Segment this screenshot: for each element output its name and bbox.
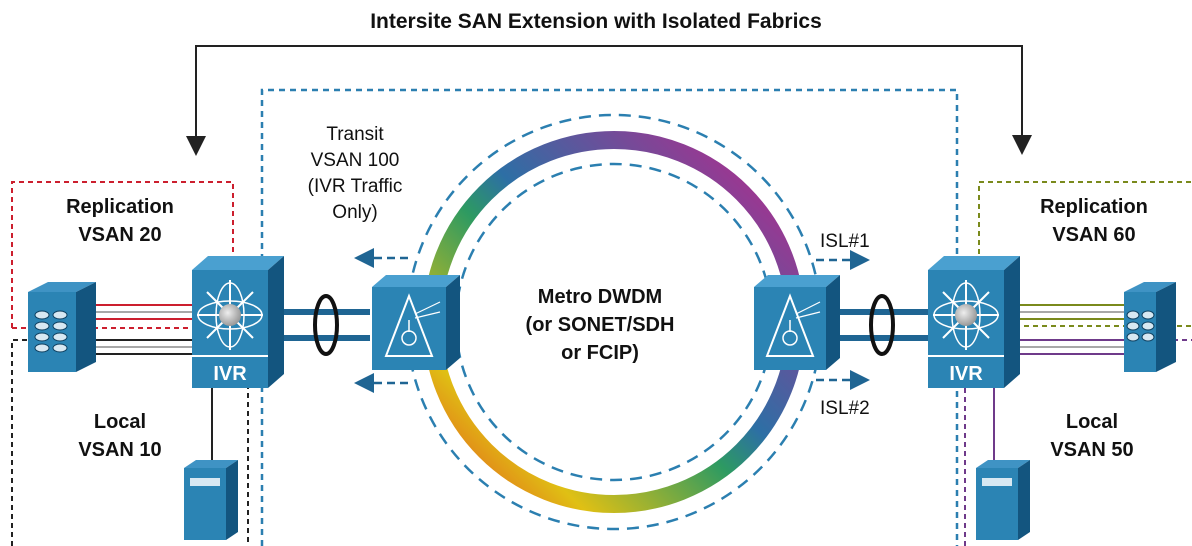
storage-array-icon [1126, 310, 1155, 342]
storage-array-icon [34, 310, 68, 353]
left-local-label: Local VSAN 10 [78, 411, 161, 461]
top-bracket-connector [195, 45, 1032, 155]
right-local-line-2: VSAN 50 [1050, 439, 1133, 461]
left-replication-line-1: Replication [66, 196, 174, 218]
isl-bundle-icon [869, 294, 895, 356]
right-replication-line-2: VSAN 60 [1052, 224, 1135, 246]
left-local-line-1: Local [94, 411, 146, 433]
left-replication-line-2: VSAN 20 [78, 224, 161, 246]
metro-line-1: Metro DWDM [538, 286, 662, 308]
metro-line-2: (or SONET/SDH [526, 314, 675, 336]
isl-bundle-icon [313, 294, 339, 356]
ivr-switch-icon [197, 280, 263, 350]
right-ivr-label: IVR [949, 363, 983, 385]
left-ivr-switch: IVR [192, 256, 284, 388]
transit-label: Transit VSAN 100 (IVR Traffic Only) [308, 124, 403, 223]
diagram-title: Intersite SAN Extension with Isolated Fa… [370, 10, 822, 33]
right-isl-links [840, 294, 930, 356]
metro-line-3: or FCIP) [561, 342, 639, 364]
optical-mux-icon [384, 293, 441, 357]
transit-line-3: (IVR Traffic [308, 176, 403, 197]
right-server [976, 460, 1030, 540]
isl1-label: ISL#1 [820, 231, 870, 252]
left-ivr-label: IVR [213, 363, 247, 385]
right-replication-label: Replication VSAN 60 [1040, 196, 1148, 246]
left-isl-links [284, 294, 370, 356]
optical-mux-icon [765, 293, 821, 357]
left-local-line-2: VSAN 10 [78, 439, 161, 461]
server-icon [190, 478, 220, 486]
right-storage-links [1020, 304, 1124, 355]
transit-line-4: Only) [332, 202, 377, 223]
flow-arrows [354, 248, 870, 393]
isl2-label: ISL#2 [820, 398, 870, 419]
right-replication-line-1: Replication [1040, 196, 1148, 218]
right-local-label: Local VSAN 50 [1050, 411, 1133, 461]
transit-line-2: VSAN 100 [311, 150, 400, 171]
right-storage-array [1124, 282, 1176, 372]
right-local-line-1: Local [1066, 411, 1118, 433]
left-optical-mux [372, 275, 460, 370]
left-replication-region [11, 181, 234, 328]
ivr-switch-icon [933, 280, 999, 350]
left-server [184, 460, 238, 540]
left-storage-links [96, 304, 196, 355]
left-storage-array [28, 282, 96, 372]
left-replication-label: Replication VSAN 20 [66, 196, 174, 246]
right-optical-mux [754, 275, 840, 370]
transit-line-1: Transit [326, 124, 384, 145]
server-icon [982, 478, 1012, 486]
metro-label: Metro DWDM (or SONET/SDH or FCIP) [526, 286, 675, 364]
right-ivr-switch: IVR [928, 256, 1020, 388]
